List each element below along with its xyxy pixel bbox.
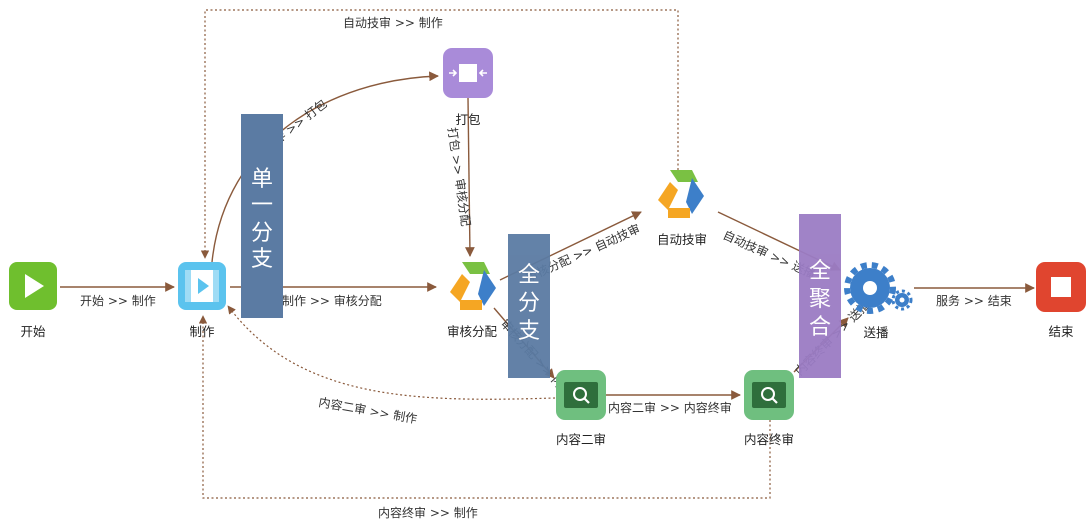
band-merge-char-2: 聚 [809,287,831,312]
node-broadcast-label: 送播 [863,325,889,340]
node-auto-tech[interactable]: 自动技审 [657,170,707,247]
edge-final-produce [198,315,771,499]
edge-label-second-final: 内容二审 >> 内容终审 [608,400,732,415]
band-full-branch: 全 分 支 [508,234,550,378]
package-icon [459,64,477,82]
band-single-branch: 单 一 分 支 [241,114,283,318]
band-full-branch-char-2: 分 [518,291,540,316]
folder-search-icon [752,382,786,408]
node-produce[interactable]: 制作 [178,262,226,339]
node-start-label: 开始 [20,324,46,339]
edge-label-produce-review: 制作 >> 审核分配 [282,293,382,308]
band-full-branch-char-3: 支 [518,319,540,344]
band-single-char-2: 一 [251,193,273,218]
node-pack-label: 打包 [455,112,480,127]
edge-pack-review [464,97,475,257]
node-content-second[interactable]: 内容二审 [556,370,606,447]
play-icon [25,274,44,298]
node-pack[interactable]: 打包 [443,48,493,127]
node-review-assign[interactable]: 审核分配 [447,262,498,339]
edge-produce-pack [211,71,439,263]
node-produce-label: 制作 [189,324,215,339]
recycle-icon [658,170,704,218]
edge-label-final-produce: 内容终审 >> 制作 [378,505,478,520]
band-single-char-4: 支 [251,247,273,272]
band-single-char-1: 单 [251,167,273,192]
folder-search-icon [564,382,598,408]
edge-label-auto-produce: 自动技审 >> 制作 [343,15,443,30]
band-merge-char-3: 合 [809,315,831,340]
node-review-assign-label: 审核分配 [447,324,498,339]
edge-label-broadcast-end: 服务 >> 结束 [936,293,1012,308]
band-merge-char-1: 全 [809,259,831,284]
edge-label-start-produce: 开始 >> 制作 [80,294,156,308]
stop-icon [1051,277,1071,297]
edge-label-second-produce: 内容二审 >> 制作 [317,394,418,426]
band-full-merge: 全 聚 合 [799,214,841,378]
node-content-final[interactable]: 内容终审 [744,370,794,447]
gear-icon [844,262,913,314]
band-full-branch-char-1: 全 [518,263,540,288]
node-broadcast[interactable]: 送播 [844,262,913,340]
node-auto-tech-label: 自动技审 [657,232,707,247]
node-content-second-label: 内容二审 [556,432,606,447]
node-end-label: 结束 [1048,324,1074,339]
node-start[interactable]: 开始 [9,262,57,339]
node-end[interactable]: 结束 [1036,262,1086,339]
edge-auto-produce [200,9,679,259]
recycle-icon [450,262,496,310]
band-single-char-3: 分 [251,221,273,246]
node-content-final-label: 内容终审 [744,432,794,447]
